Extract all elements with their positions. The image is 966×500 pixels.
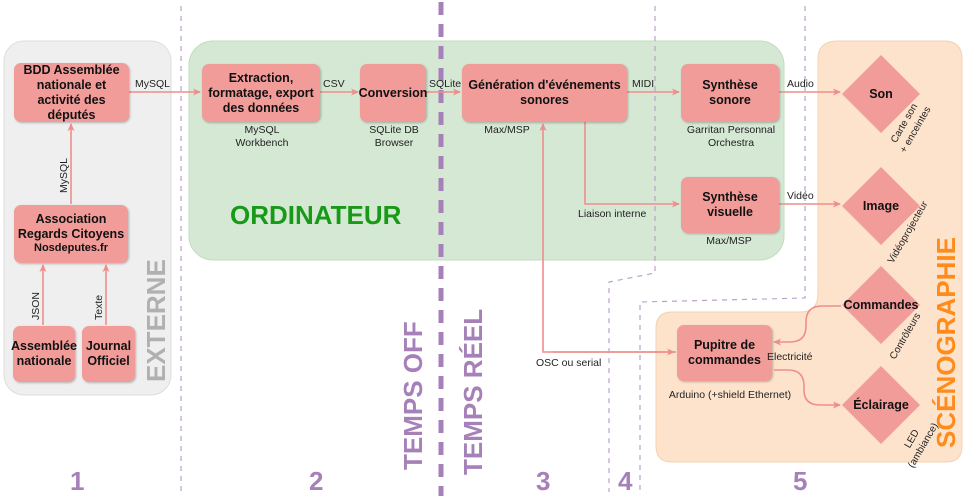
edge-label-texte: Texte — [93, 294, 105, 320]
edge-pupitre-eclairage — [774, 369, 841, 409]
title-ordinateur: ORDINATEUR — [230, 200, 402, 230]
node-assemblee-label: Assemblée nationale — [11, 339, 78, 368]
step-3: 3 — [536, 466, 551, 496]
node-synthese-visuelle: Synthèse visuelle — [681, 177, 779, 233]
step-1: 1 — [70, 466, 85, 496]
edge-label-mysql-2: MySQL — [58, 157, 70, 193]
diamond-son — [842, 55, 920, 133]
caption-extraction-tool: MySQL Workbench — [235, 124, 289, 150]
caption-pupitre-tool: Arduino (+shield Ethernet) — [668, 389, 792, 401]
caption-conversion-tool: SQLite DB Browser — [369, 124, 419, 150]
edge-commandes-pupitre — [773, 305, 841, 346]
son-label: Son — [869, 87, 893, 101]
commandes-label: Commandes — [843, 298, 919, 312]
step-5: 5 — [793, 466, 808, 496]
zone-ordinateur — [188, 40, 785, 261]
edge-label-csv: CSV — [323, 78, 345, 90]
title-externe: EXTERNE — [141, 259, 171, 382]
separator-3-4 — [608, 6, 656, 492]
node-journal: Journal Officiel — [82, 326, 135, 382]
step-4: 4 — [618, 466, 633, 496]
node-synthese-sonore-label: Synthèse sonore — [702, 78, 758, 107]
node-conversion-label: Conversion — [358, 85, 428, 100]
diamond-image — [842, 167, 920, 245]
edge-generation-visuelle — [584, 122, 680, 208]
node-association-sublabel: Nosdeputes.fr — [34, 242, 108, 255]
edge-label-audio: Audio — [787, 78, 814, 90]
node-synthese-sonore: Synthèse sonore — [681, 64, 779, 122]
edge-label-liaison: Liaison interne — [578, 208, 647, 220]
diamond-commandes — [842, 266, 920, 344]
caption-synthese-visuelle-tool: Max/MSP — [706, 235, 752, 247]
node-assemblee: Assemblée nationale — [11, 326, 78, 382]
title-temps-reel: TEMPS RÉEL — [458, 308, 488, 475]
edge-label-json: JSON — [30, 291, 42, 320]
node-association: Association Regards Citoyens Nosdeputes.… — [14, 205, 128, 263]
node-association-label: Association Regards Citoyens — [17, 212, 125, 242]
edge-label-osc: OSC ou serial — [536, 357, 602, 369]
title-scenographie: SCÉNOGRAPHIE — [931, 237, 961, 448]
diamond-eclairage — [842, 366, 920, 444]
edge-label-electricite: Electricité — [767, 351, 813, 363]
node-bdd: BDD Assemblée nationale et activité des … — [14, 63, 129, 122]
edge-label-sqlite: SQLite — [429, 78, 462, 90]
edge-label-midi: MIDI — [632, 78, 655, 90]
node-extraction-label: Extraction, formatage, export des donnée… — [208, 70, 314, 115]
edge-label-mysql-1: MySQL — [135, 78, 171, 90]
node-pupitre: Pupitre de commandes — [677, 325, 772, 381]
edge-label-video: Vidéo — [787, 190, 814, 202]
node-conversion: Conversion — [358, 64, 428, 122]
caption-generation-tool: Max/MSP — [484, 124, 530, 136]
node-journal-label: Journal Officiel — [85, 339, 132, 368]
title-temps-off: TEMPS OFF — [398, 321, 428, 470]
node-synthese-visuelle-label: Synthèse visuelle — [702, 190, 758, 219]
caption-synthese-sonore-tool: Garritan Personnal Orchestra — [686, 124, 776, 150]
image-label: Image — [862, 199, 900, 213]
node-bdd-label: BDD Assemblée nationale et activité des … — [23, 62, 120, 122]
separator-4-5 — [639, 6, 806, 492]
eclairage-label: Éclairage — [853, 398, 909, 412]
node-generation: Génération d'événements sonores — [462, 64, 627, 122]
node-pupitre-label: Pupitre de commandes — [688, 338, 761, 367]
node-extraction: Extraction, formatage, export des donnée… — [202, 64, 320, 122]
step-2: 2 — [309, 466, 324, 496]
node-generation-label: Génération d'événements sonores — [468, 78, 621, 107]
